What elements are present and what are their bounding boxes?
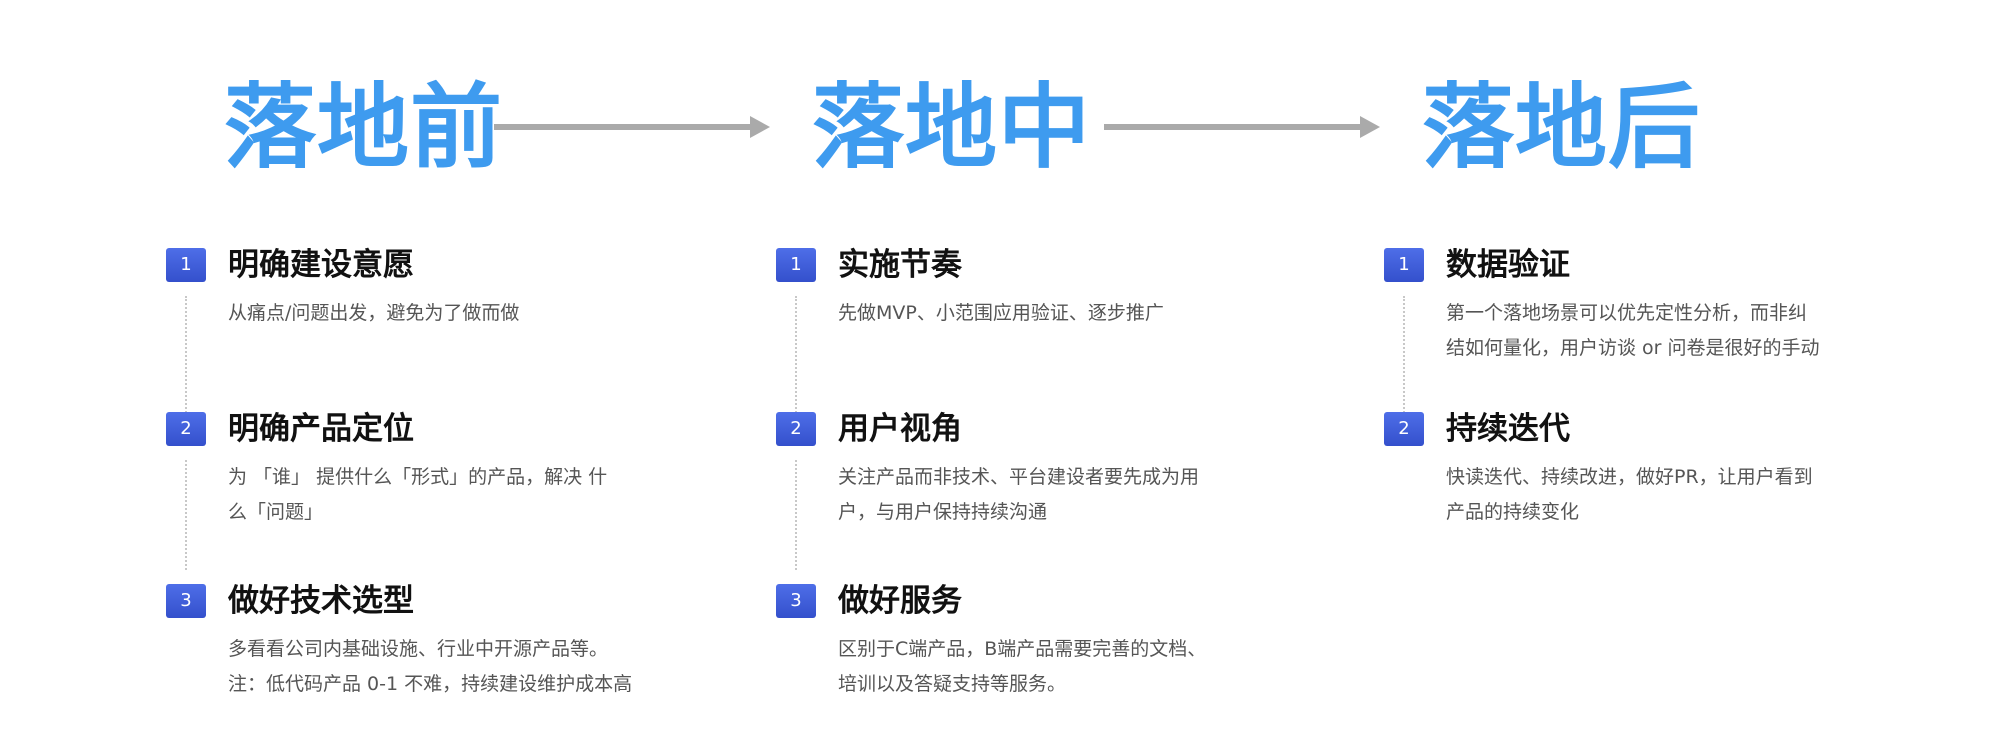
step-number-badge: 2	[1384, 412, 1424, 446]
step-connector	[1403, 296, 1405, 444]
step-connector	[795, 460, 797, 570]
arrow-right-icon	[1104, 116, 1380, 138]
step-title: 数据验证	[1446, 247, 1570, 283]
step-description: 先做MVP、小范围应用验证、逐步推广	[838, 302, 1164, 324]
step-description: 区别于C端产品，B端产品需要完善的文档、 培训以及答疑支持等服务。	[838, 638, 1207, 695]
step-connector	[185, 296, 187, 444]
step-connector	[185, 460, 187, 570]
step-title: 明确建设意愿	[228, 247, 414, 283]
step-title: 做好技术选型	[228, 583, 414, 619]
step-title: 用户视角	[838, 411, 962, 447]
step-number-badge: 3	[776, 584, 816, 618]
step-description: 第一个落地场景可以优先定性分析，而非纠 结如何量化，用户访谈 or 问卷是很好的…	[1446, 302, 1820, 359]
step-description: 从痛点/问题出发，避免为了做而做	[228, 302, 520, 324]
step-number-badge: 1	[166, 248, 206, 282]
step-title: 持续迭代	[1446, 411, 1570, 447]
phase-title-after: 落地后	[1422, 74, 1702, 181]
arrow-right-icon	[494, 116, 770, 138]
step-number-badge: 3	[166, 584, 206, 618]
step-description: 快读迭代、持续改进，做好PR，让用户看到 产品的持续变化	[1446, 466, 1813, 523]
step-number-badge: 1	[1384, 248, 1424, 282]
step-number-badge: 2	[776, 412, 816, 446]
step-title: 做好服务	[838, 583, 962, 619]
step-description: 关注产品而非技术、平台建设者要先成为用 户，与用户保持持续沟通	[838, 466, 1200, 523]
step-description: 多看看公司内基础设施、行业中开源产品等。 注：低代码产品 0-1 不难，持续建设…	[228, 638, 633, 695]
phase-title-during: 落地中	[812, 74, 1092, 181]
step-title: 明确产品定位	[228, 411, 414, 447]
step-connector	[795, 296, 797, 444]
phase-title-before: 落地前	[224, 74, 504, 181]
step-number-badge: 2	[166, 412, 206, 446]
step-description: 为 「谁」 提供什么「形式」的产品，解决 什 么「问题」	[228, 466, 608, 523]
step-number-badge: 1	[776, 248, 816, 282]
step-title: 实施节奏	[838, 247, 962, 283]
